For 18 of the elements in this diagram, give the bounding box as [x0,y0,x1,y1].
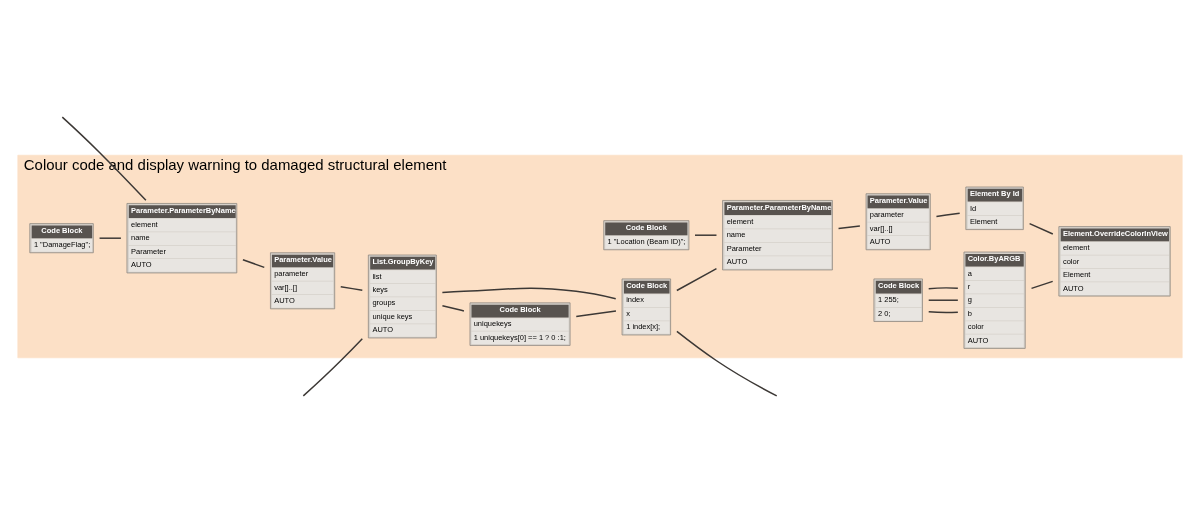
connector [676,267,718,292]
connector [98,237,122,239]
connector [242,259,265,269]
connector [61,116,147,202]
connector [837,225,861,230]
connector [1028,222,1054,235]
connector [676,330,778,397]
connector [935,212,961,218]
connector [575,310,617,318]
connector [302,337,364,397]
connector [927,299,959,301]
connector [927,311,959,314]
connector [441,305,465,312]
connector [694,234,718,236]
connector [927,287,959,290]
connector [340,286,364,291]
connector [441,287,617,300]
connector [1030,280,1054,290]
